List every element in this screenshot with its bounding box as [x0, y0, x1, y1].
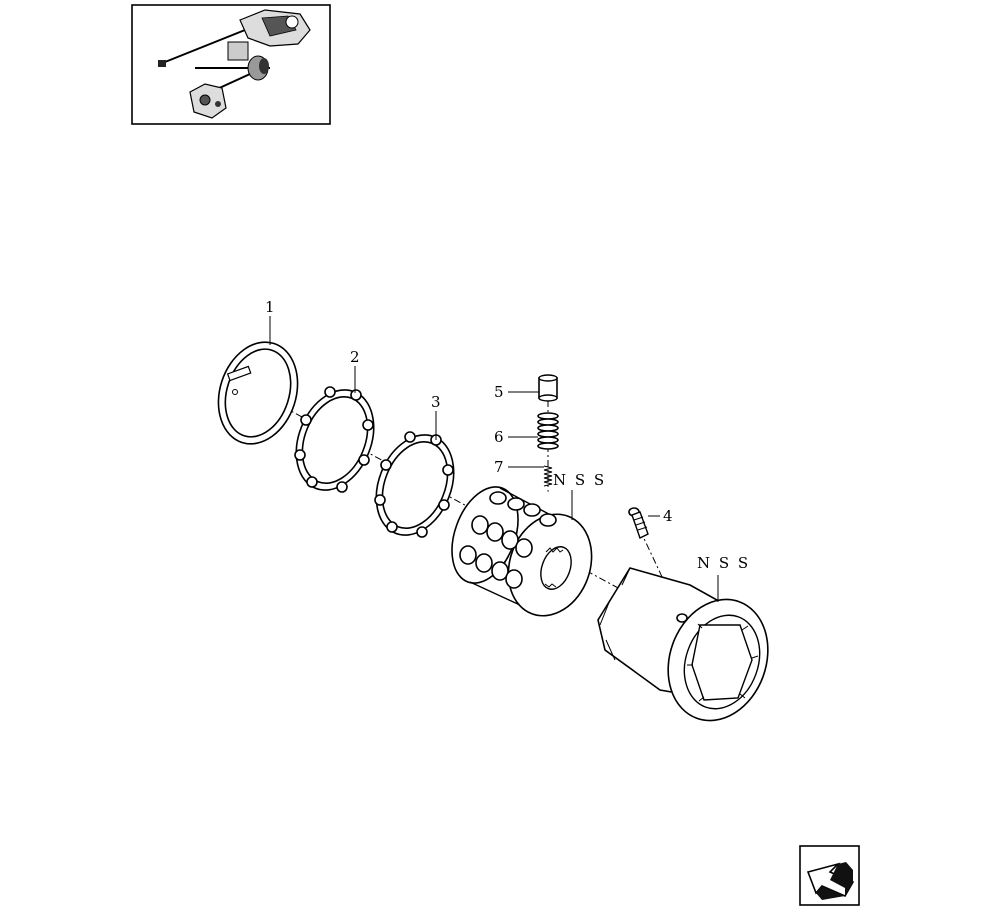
callout-3: 3	[431, 393, 441, 411]
toothed-plate-2	[294, 386, 375, 493]
nss-label-sleeve: N S S	[553, 471, 606, 489]
toothed-plate-3	[374, 431, 455, 538]
callout-6: 6	[494, 428, 504, 446]
bolt	[628, 507, 649, 539]
back-arrow-icon[interactable]	[799, 845, 860, 906]
detent-cap	[538, 374, 558, 402]
small-spring	[543, 465, 553, 487]
snap-ring	[217, 341, 299, 445]
ball-sleeve	[451, 486, 593, 617]
callout-5: 5	[494, 383, 504, 401]
assembly-thumbnail[interactable]	[131, 4, 331, 125]
callout-4: 4	[663, 507, 673, 525]
nss-label-hub: N S S	[697, 554, 750, 572]
callout-7: 7	[494, 458, 504, 476]
hub	[597, 567, 769, 722]
callout-2: 2	[350, 348, 360, 366]
detent-spring	[537, 412, 559, 450]
callout-1: 1	[265, 298, 275, 316]
